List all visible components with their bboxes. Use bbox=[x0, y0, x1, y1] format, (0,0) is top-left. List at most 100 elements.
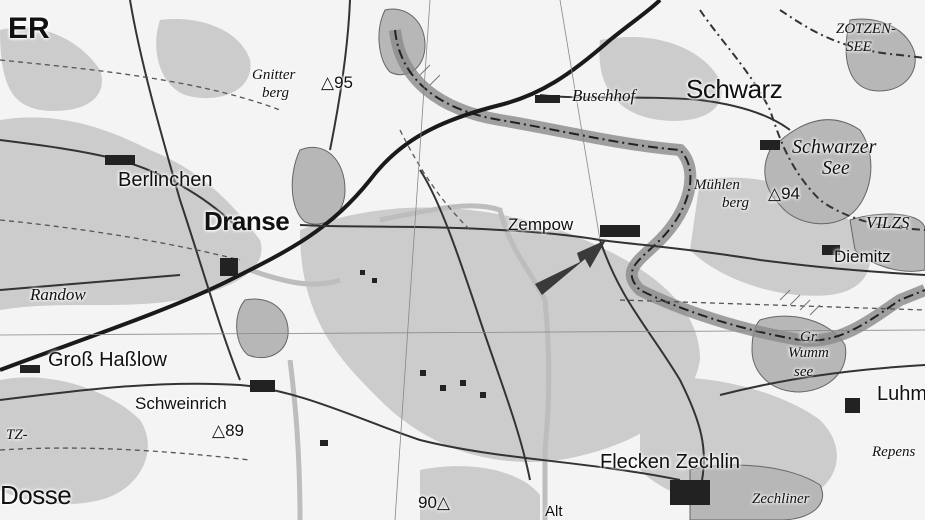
building bbox=[372, 278, 377, 283]
triangle-icon: △ bbox=[321, 73, 335, 92]
location-arrow-icon bbox=[535, 240, 606, 295]
label-buschhof: Buschhof bbox=[572, 86, 636, 105]
lake-zechliner-see bbox=[689, 464, 823, 520]
label-muehlenberg-2: berg bbox=[722, 195, 749, 211]
building bbox=[420, 370, 426, 376]
label-luhm: Luhm bbox=[877, 383, 925, 405]
forest-area-west bbox=[0, 117, 262, 310]
settlement-diemitz bbox=[822, 245, 840, 255]
settlement-luhm bbox=[845, 398, 860, 413]
road-zempow-west bbox=[299, 224, 601, 241]
settlement-schweinrich bbox=[250, 380, 275, 392]
road-randow bbox=[0, 274, 181, 291]
building bbox=[320, 440, 328, 446]
label-muehlenberg-1: Mühlen bbox=[694, 177, 740, 193]
track-2 bbox=[287, 359, 303, 520]
label-schwarzer-see-2: See bbox=[822, 157, 850, 179]
label-diemitz: Diemitz bbox=[834, 247, 891, 266]
elevation-marker-94: △94 bbox=[768, 185, 800, 202]
label-zechliner-1: Zechliner bbox=[752, 491, 810, 507]
building bbox=[440, 385, 446, 391]
road-thin-1 bbox=[129, 0, 241, 381]
settlements bbox=[20, 95, 860, 505]
label-elev-94: 94 bbox=[781, 184, 800, 203]
district-boundary-north bbox=[779, 9, 925, 59]
label-berlinchen: Berlinchen bbox=[118, 169, 213, 191]
label-gr-wummsee-1: Gr. bbox=[800, 329, 819, 345]
label-gr-wummsee-2: Wumm bbox=[788, 345, 829, 361]
grid-line-2 bbox=[394, 0, 431, 520]
road-zempow-east bbox=[599, 239, 925, 276]
hatch bbox=[419, 64, 431, 76]
dashed-path-4 bbox=[399, 129, 471, 231]
label-schwarzer-see-1: Schwarzer bbox=[792, 136, 877, 158]
hatch bbox=[779, 289, 791, 301]
marsh-hatch bbox=[419, 64, 821, 316]
hatch bbox=[809, 304, 821, 316]
dashed-path-3 bbox=[619, 299, 925, 311]
label-randow: Randow bbox=[30, 285, 86, 304]
label-flecken-zechlin: Flecken Zechlin bbox=[600, 451, 741, 473]
small-buildings bbox=[320, 270, 486, 446]
settlement-zempow bbox=[600, 225, 640, 237]
road-schweinrich bbox=[0, 382, 681, 481]
settlement-berlinchen bbox=[105, 155, 135, 165]
label-elev-90: 90 bbox=[418, 493, 437, 512]
forest-area-south bbox=[420, 466, 540, 520]
label-tz: TZ- bbox=[6, 427, 28, 443]
secondary-roads bbox=[0, 0, 925, 491]
label-zempow: Zempow bbox=[508, 215, 574, 234]
road-zempow-south bbox=[599, 239, 705, 491]
lake-zotzensee bbox=[845, 18, 916, 92]
label-gross-hasslow: Groß Haßlow bbox=[48, 349, 167, 371]
elevation-marker-95: △95 bbox=[321, 74, 353, 91]
dashed-paths bbox=[0, 59, 925, 461]
label-zotzensee-2: SEE bbox=[846, 39, 872, 55]
lake-schwarzer-see bbox=[764, 119, 872, 225]
triangle-icon: △ bbox=[768, 184, 782, 203]
hatch bbox=[799, 299, 811, 311]
label-schweinrich: Schweinrich bbox=[135, 394, 227, 413]
label-gnitterberg-1: Gnitter bbox=[252, 67, 296, 83]
label-er: ER bbox=[8, 12, 50, 45]
settlement-dranse bbox=[220, 258, 238, 276]
label-dosse: Dosse bbox=[0, 480, 72, 510]
building bbox=[460, 380, 466, 386]
label-repens: Repens bbox=[872, 444, 916, 460]
state-boundary-line bbox=[394, 29, 925, 342]
road-thin-2 bbox=[419, 169, 531, 481]
dashed-path-2 bbox=[0, 219, 241, 261]
forest-area-northwest bbox=[0, 27, 102, 111]
dashed-path-5 bbox=[0, 447, 251, 461]
settlement-gross-hasslow bbox=[20, 365, 40, 373]
grid-line-1 bbox=[0, 329, 925, 336]
main-road bbox=[0, 0, 662, 372]
lake-south-west bbox=[236, 298, 289, 359]
hatch bbox=[429, 74, 441, 86]
label-alt: Alt bbox=[545, 503, 563, 520]
dashed-path-1 bbox=[0, 59, 281, 111]
label-dranse: Dranse bbox=[204, 206, 290, 236]
label-elev-89: 89 bbox=[225, 421, 244, 440]
road-north bbox=[329, 0, 351, 151]
settlement-schwarz bbox=[760, 140, 780, 150]
road-luhm bbox=[719, 364, 925, 396]
hatch bbox=[789, 294, 801, 306]
building bbox=[360, 270, 365, 275]
triangle-icon: △ bbox=[212, 421, 226, 440]
settlement-buschhof bbox=[535, 95, 560, 103]
forest-area-north bbox=[156, 19, 251, 99]
settlement-flecken-zechlin bbox=[670, 480, 710, 505]
forest-area-southwest bbox=[0, 377, 148, 505]
triangle-icon: △ bbox=[436, 493, 450, 512]
label-vilzs: VILZS bbox=[866, 213, 910, 232]
label-schwarz: Schwarz bbox=[686, 74, 783, 104]
elevation-marker-90: 90△ bbox=[418, 494, 450, 511]
elevation-marker-89: △89 bbox=[212, 422, 244, 439]
label-gr-wummsee-3: see bbox=[794, 364, 814, 380]
forest-area-center bbox=[300, 207, 700, 462]
track-3 bbox=[249, 267, 341, 287]
building bbox=[480, 392, 486, 398]
